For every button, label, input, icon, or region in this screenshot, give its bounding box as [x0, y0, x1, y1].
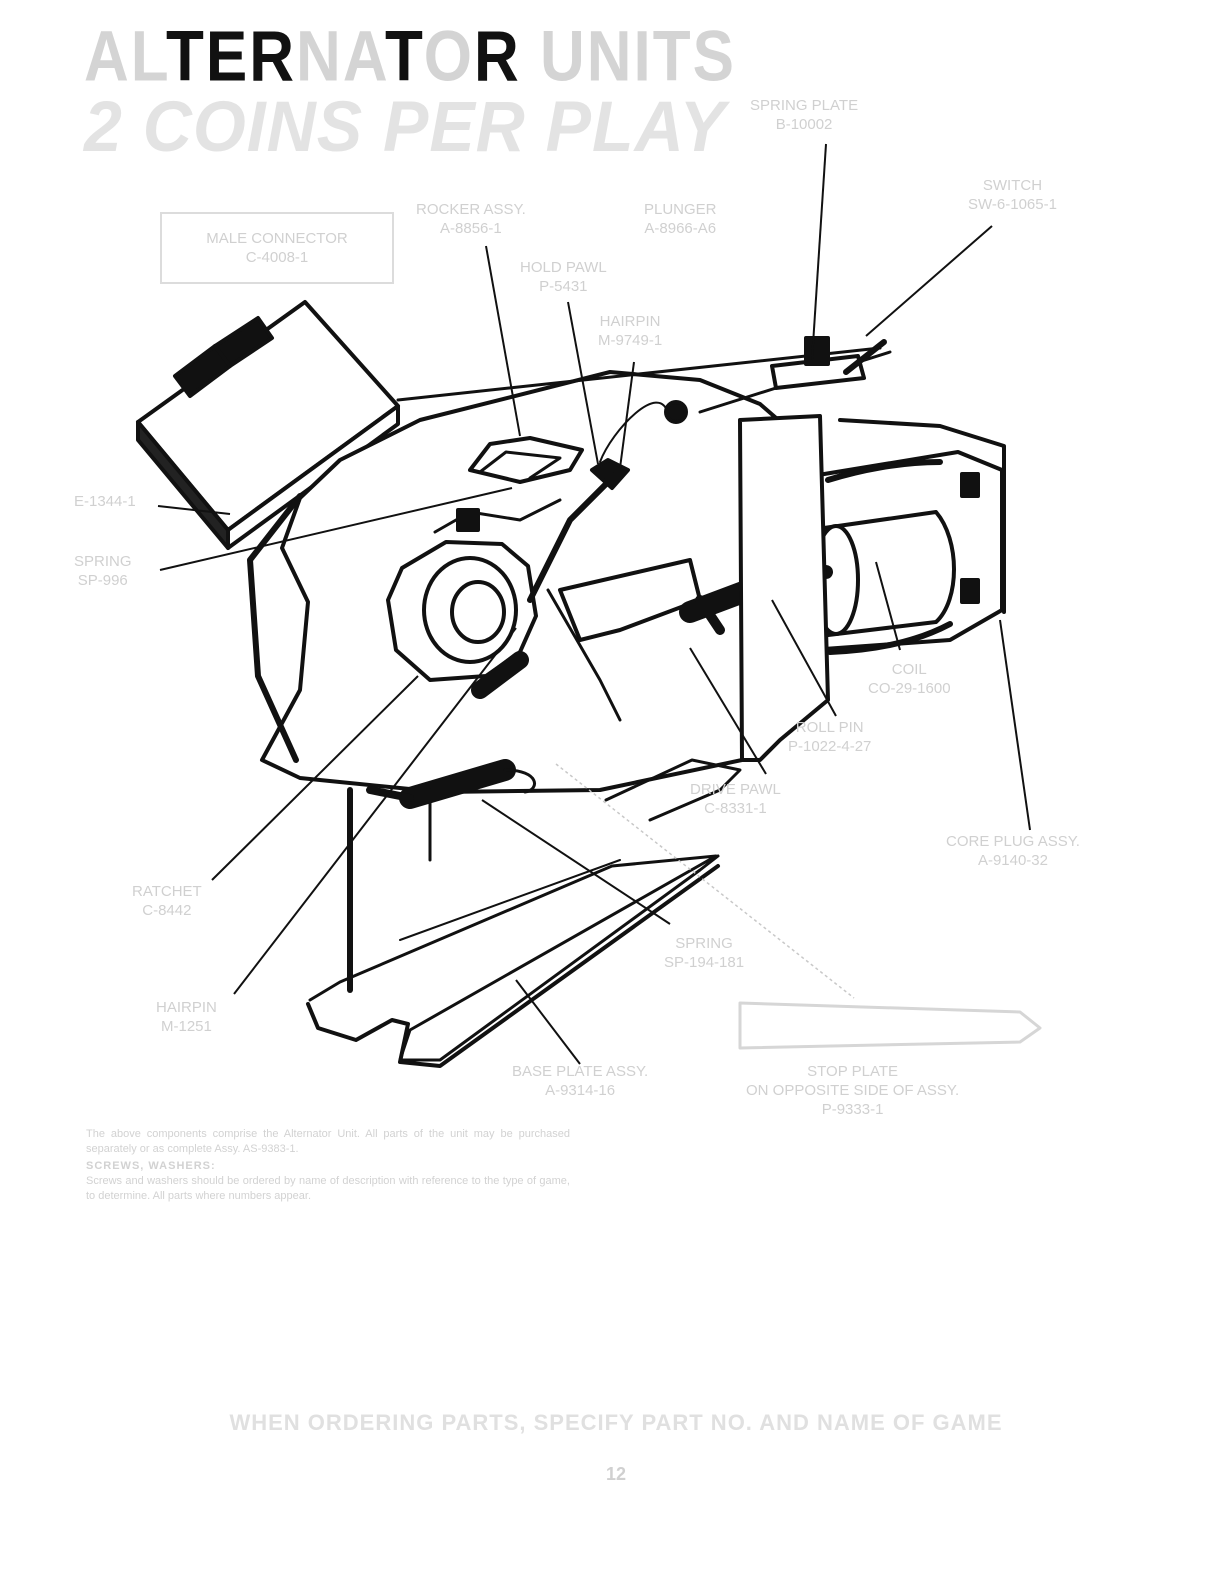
label-plunger: PLUNGER A-8966-A6: [644, 200, 717, 238]
label-e-part: E-1344-1: [74, 492, 136, 511]
notes-paragraph: The above components comprise the Altern…: [86, 1128, 570, 1155]
label-name: MALE CONNECTOR: [206, 230, 348, 247]
page-title: ALTERNATOR UNITS: [84, 16, 736, 98]
coil: [763, 450, 1004, 655]
label-ratchet: RATCHET C-8442: [132, 882, 202, 920]
label-name: DRIVE PAWL: [690, 781, 781, 798]
title-part: NA: [296, 17, 385, 97]
label-part-number: SP-996: [77, 572, 128, 589]
title-part: O: [423, 17, 474, 97]
label-name: ROLL PIN: [795, 719, 864, 736]
label-rocker-assy: ROCKER ASSY. A-8856-1: [416, 200, 526, 238]
label-coil: COIL CO-29-1600: [868, 660, 951, 698]
label-part-number: A-9314-16: [545, 1082, 616, 1099]
label-name: SPRING PLATE: [750, 97, 859, 114]
label-hairpin-bottom: HAIRPIN M-1251: [156, 998, 217, 1036]
label-name: PLUNGER: [644, 201, 717, 218]
label-name: HAIRPIN: [156, 999, 217, 1016]
label-spring-bottom: SPRING SP-194-181: [664, 934, 744, 972]
label-part-number: P-1022-4-27: [788, 738, 872, 755]
label-part-number: C-8442: [142, 902, 192, 919]
label-name: STOP PLATE: [807, 1063, 898, 1080]
label-part-number: C-8331-1: [704, 800, 767, 817]
label-core-plug: CORE PLUG ASSY. A-9140-32: [946, 832, 1080, 870]
page-number: 12: [605, 1464, 627, 1484]
male-connector-block: [136, 300, 400, 550]
page-subtitle: 2 COINS PER PLAY: [84, 87, 726, 167]
label-name: ROCKER ASSY.: [416, 201, 526, 218]
notes-heading: SCREWS, WASHERS:: [86, 1160, 216, 1172]
rocker-assembly: [433, 436, 584, 534]
label-part-number: E-1344-1: [74, 493, 136, 510]
label-name: SPRING: [675, 935, 733, 952]
notes-paragraph: Screws and washers should be ordered by …: [86, 1175, 570, 1202]
label-part-number: C-4008-1: [245, 249, 309, 266]
label-part-number: P-9333-1: [821, 1101, 884, 1118]
label-name: COIL: [891, 661, 927, 678]
label-part-number: CO-29-1600: [868, 680, 951, 697]
label-part-number: M-1251: [160, 1018, 212, 1035]
label-base-plate: BASE PLATE ASSY. A-9314-16: [512, 1062, 648, 1100]
label-part-number: SP-194-181: [664, 954, 745, 971]
label-name: HOLD PAWL: [520, 259, 607, 276]
label-male-connector: MALE CONNECTOR C-4008-1: [160, 212, 394, 284]
label-drive-pawl: DRIVE PAWL C-8331-1: [690, 780, 781, 818]
label-hairpin-top: HAIRPIN M-9749-1: [598, 312, 662, 350]
title-part: AL: [84, 17, 167, 97]
label-roll-pin: ROLL PIN P-1022-4-27: [788, 718, 871, 756]
base-plate: [306, 758, 742, 1068]
label-name: CORE PLUG ASSY.: [946, 833, 1080, 850]
title-part: T: [385, 17, 424, 97]
label-part-number: P-5431: [539, 278, 588, 295]
label-name: RATCHET: [132, 883, 202, 900]
label-part-number: SW-6-1065-1: [968, 196, 1057, 213]
parts-notes: The above components comprise the Altern…: [86, 1127, 570, 1204]
title-part: R: [474, 17, 521, 97]
label-part-number: A-8856-1: [440, 220, 502, 237]
label-name: BASE PLATE ASSY.: [512, 1063, 649, 1080]
label-spring-left: SPRING SP-996: [74, 552, 132, 590]
label-stop-plate: STOP PLATE ON OPPOSITE SIDE OF ASSY. P-9…: [746, 1062, 959, 1119]
label-part-number: M-9749-1: [598, 332, 663, 349]
label-name: HAIRPIN: [599, 313, 661, 330]
label-name: SPRING: [74, 553, 132, 570]
label-hold-pawl: HOLD PAWL P-5431: [520, 258, 607, 296]
label-part-number: A-9140-32: [977, 852, 1048, 869]
label-part-number: B-10002: [775, 116, 833, 133]
label-spring-plate: SPRING PLATE B-10002: [750, 96, 858, 134]
ordering-instruction: WHEN ORDERING PARTS, SPECIFY PART NO. AN…: [229, 1410, 1003, 1435]
label-name: SWITCH: [982, 177, 1043, 194]
label-note: ON OPPOSITE SIDE OF ASSY.: [746, 1082, 960, 1099]
ratchet-wheel: [386, 540, 538, 699]
title-part: TER: [166, 17, 297, 97]
label-part-number: A-8966-A6: [644, 220, 717, 237]
title-part: UNITS: [520, 17, 737, 97]
label-switch: SWITCH SW-6-1065-1: [968, 176, 1057, 214]
